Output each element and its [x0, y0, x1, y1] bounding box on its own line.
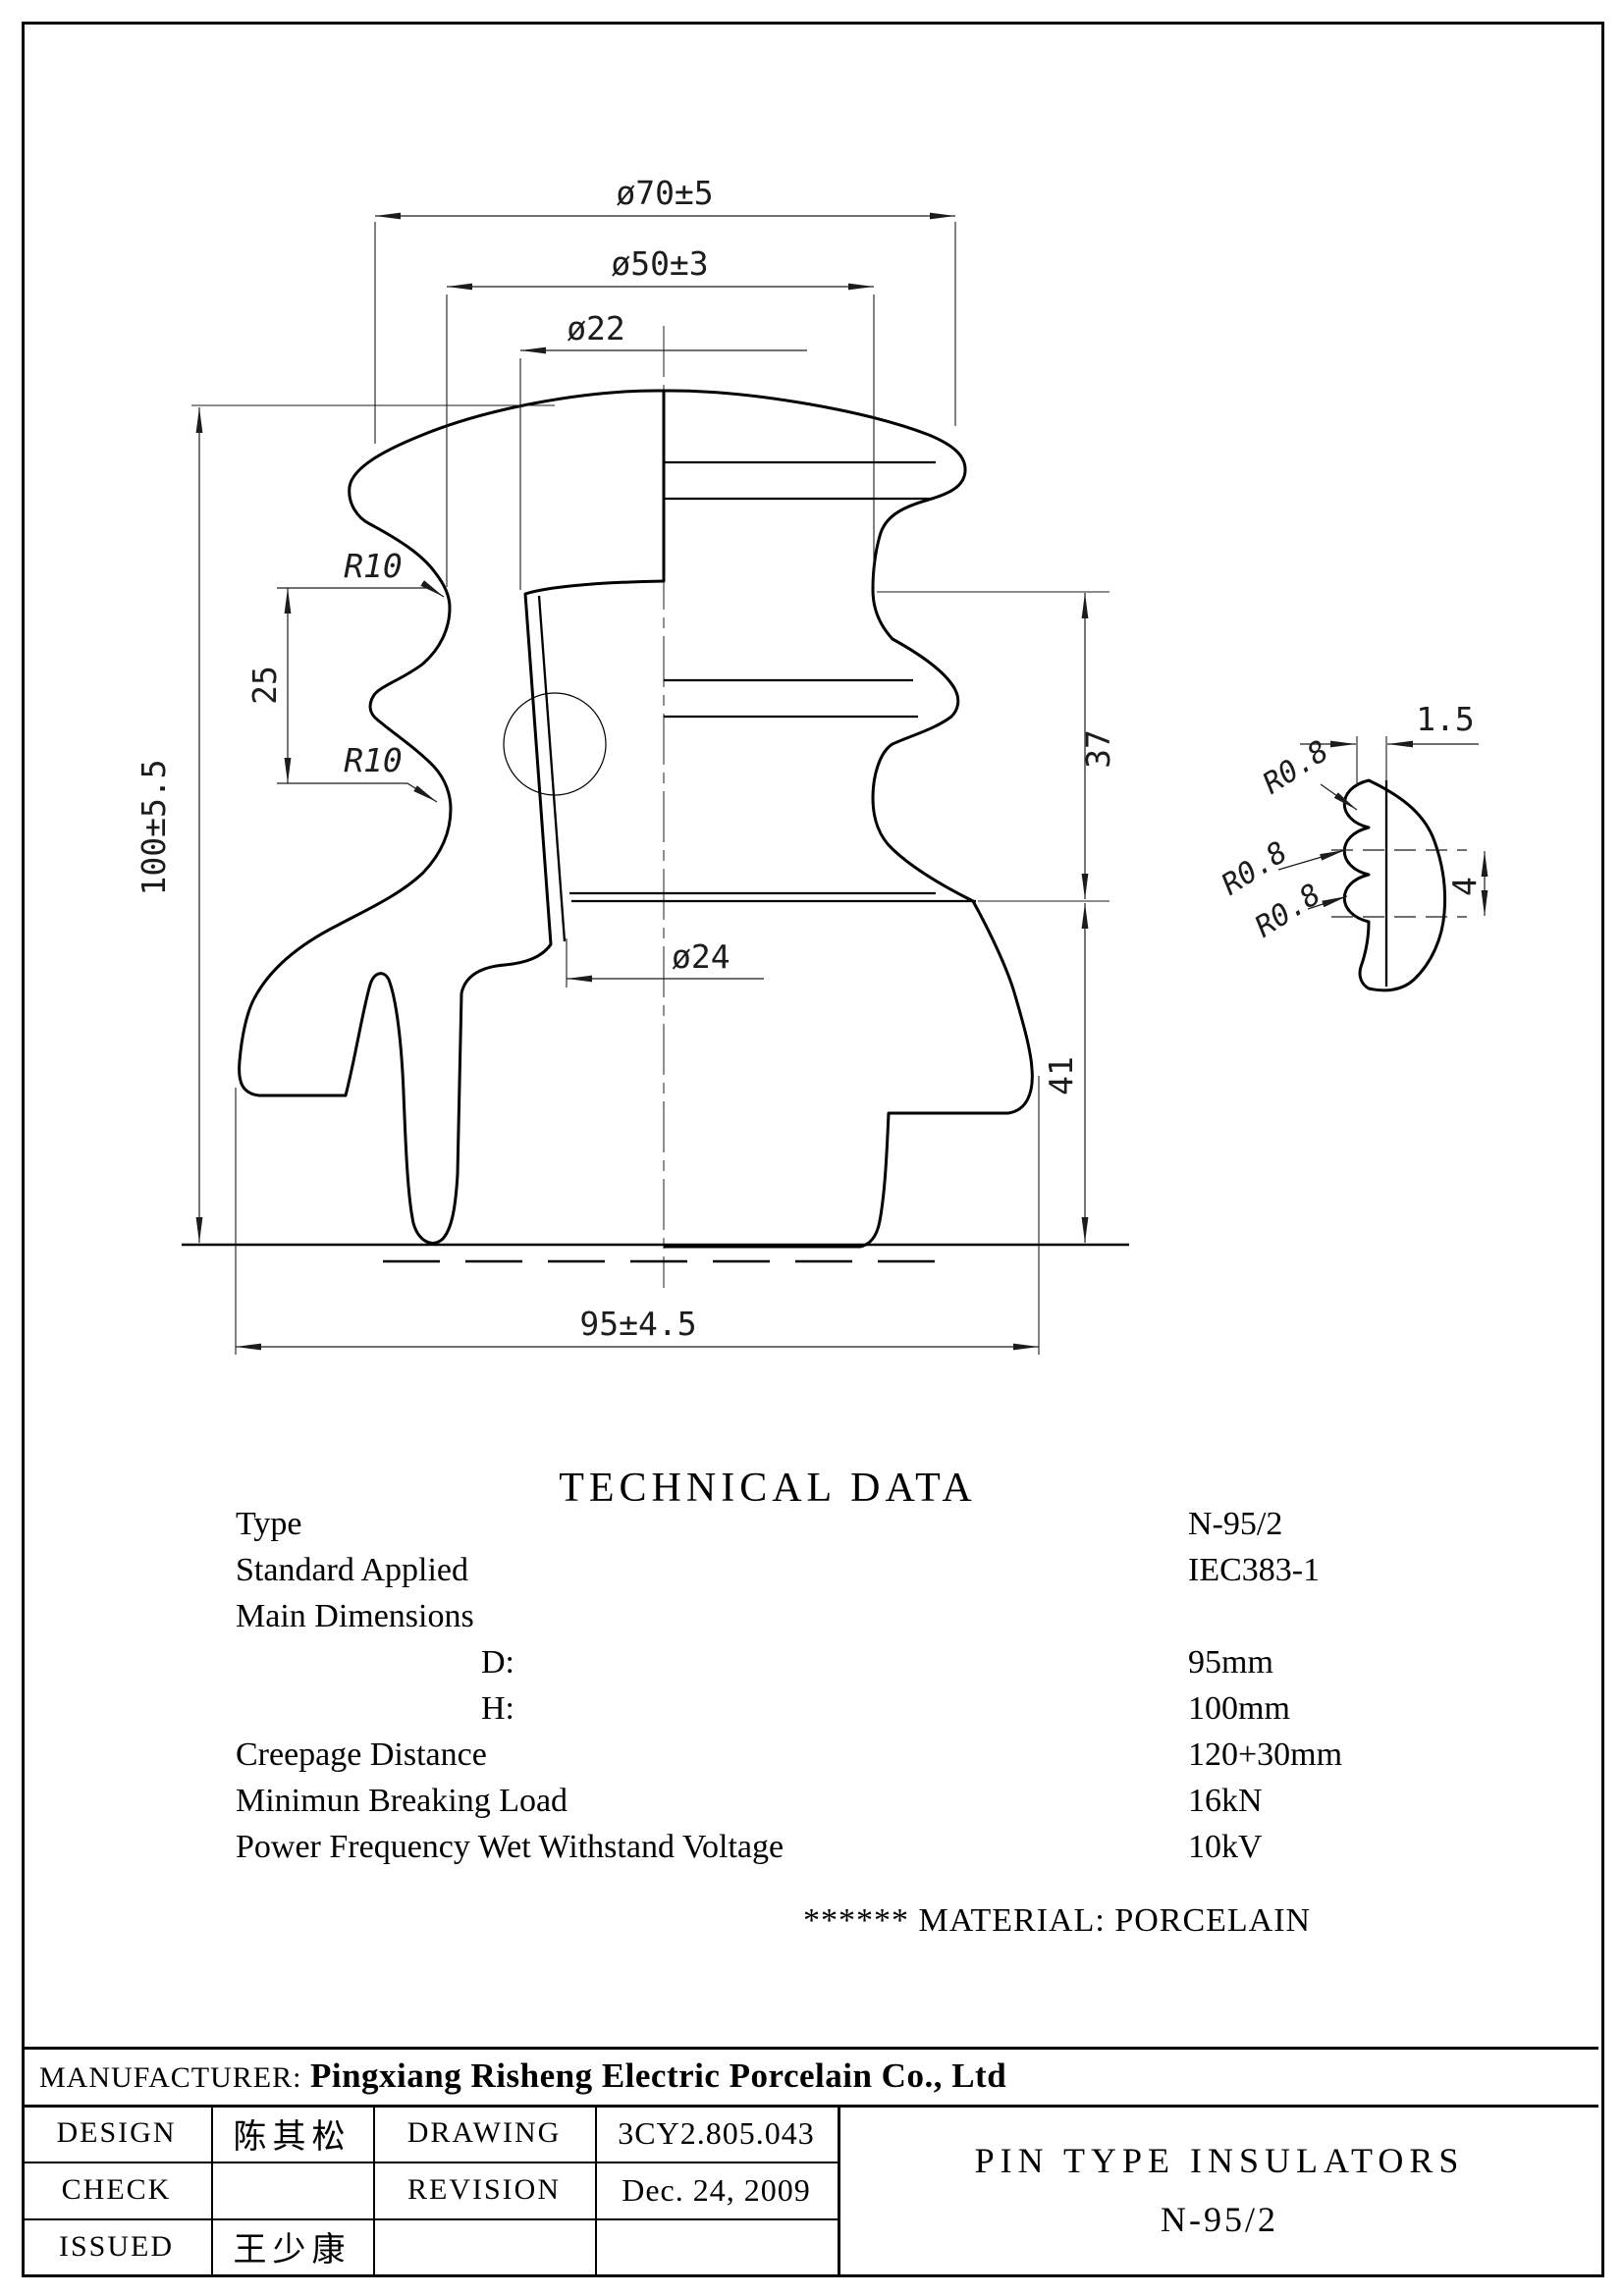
- manufacturer-name: Pingxiang Risheng Electric Porcelain Co.…: [309, 2056, 1007, 2095]
- material-note: ****** MATERIAL: PORCELAIN: [803, 1902, 1312, 1939]
- row-value: 100mm: [1188, 1690, 1290, 1727]
- tech-row-main-dimensions: Main Dimensions: [236, 1596, 1492, 1637]
- dim-radius-lower: R10: [344, 741, 403, 779]
- titleblock-rule: [22, 2218, 838, 2220]
- titleblock-rule: [373, 2105, 375, 2274]
- shed-edge-lines: [569, 460, 976, 903]
- product-title-box: PIN TYPE INSULATORS N-95/2: [838, 2105, 1601, 2274]
- insulator-drawing: ø70±5 ø50±3 ø22 ø24 R10 R10 25 100±5.5 3…: [135, 174, 1488, 1355]
- dim-total-height: 100±5.5: [135, 759, 173, 895]
- cell-design-label: DESIGN: [56, 2116, 177, 2149]
- manufacturer-row: MANUFACTURER: Pingxiang Risheng Electric…: [39, 2047, 1591, 2105]
- titleblock-rule: [22, 2162, 838, 2163]
- dim-rib-pitch: 4: [1445, 877, 1484, 896]
- row-label: Power Frequency Wet Withstand Voltage: [236, 1829, 784, 1865]
- rib-detail-section: [1342, 778, 1447, 992]
- row-value: 10kV: [1188, 1829, 1263, 1865]
- product-type: N-95/2: [1161, 2199, 1278, 2239]
- dimension-lines: [191, 212, 1109, 1355]
- cell-revision-date: Dec. 24, 2009: [622, 2171, 811, 2208]
- row-value: N-95/2: [1188, 1506, 1283, 1542]
- cell-issued-name: 王少康: [233, 2232, 352, 2269]
- cell-issued-label: ISSUED: [58, 2229, 174, 2263]
- titleblock-rule: [211, 2105, 213, 2274]
- insulator-profile-right: [663, 389, 1034, 1249]
- dim-pin-hole-bottom: ø24: [672, 937, 730, 976]
- dim-groove-spacing: 25: [245, 666, 284, 705]
- dim-shed-diameter: ø50±3: [611, 244, 708, 283]
- row-label: Creepage Distance: [236, 1736, 487, 1773]
- row-label: Main Dimensions: [236, 1598, 474, 1634]
- cell-check-name: [211, 2162, 373, 2218]
- rib-detail-view: 1.5 R0.8 R0.8 R0.8 4: [1216, 700, 1488, 992]
- titleblock-rule: [595, 2105, 597, 2274]
- row-value: 95mm: [1188, 1644, 1273, 1681]
- dim-shed-height: 37: [1079, 729, 1117, 769]
- row-label: Type: [236, 1506, 302, 1542]
- manufacturer-label: MANUFACTURER:: [39, 2061, 302, 2094]
- titleblock-rule: [22, 2105, 1598, 2108]
- cell-check-label: CHECK: [61, 2173, 172, 2206]
- technical-data-title: TECHNICAL DATA: [559, 1466, 977, 1511]
- row-label: Minimun Breaking Load: [236, 1783, 568, 1819]
- tech-row-type: Type N-95/2: [236, 1504, 1492, 1545]
- dim-rib-band-width: 1.5: [1416, 700, 1475, 738]
- tech-row-h: H: 100mm: [236, 1688, 1492, 1730]
- dim-rib-radius-2: R0.8: [1216, 835, 1294, 903]
- row-value: 16kN: [1188, 1783, 1263, 1819]
- tech-row-creepage: Creepage Distance 120+30mm: [236, 1735, 1492, 1776]
- cell-design-name: 陈其松: [233, 2118, 352, 2156]
- cell-drawing-no: 3CY2.805.043: [618, 2114, 815, 2151]
- dim-radius-upper: R10: [344, 547, 403, 585]
- detail-reference-circle: [503, 692, 607, 796]
- cell-revision-label: REVISION: [407, 2173, 561, 2206]
- tech-row-withstand-voltage: Power Frequency Wet Withstand Voltage 10…: [236, 1827, 1492, 1868]
- row-value: 120+30mm: [1188, 1736, 1343, 1773]
- dim-base-height: 41: [1042, 1056, 1080, 1095]
- pin-hole-thread-line: [537, 595, 567, 942]
- row-value: IEC383-1: [1188, 1552, 1321, 1588]
- tech-row-standard: Standard Applied IEC383-1: [236, 1550, 1492, 1591]
- titleblock-rule: [22, 2047, 1598, 2050]
- titleblock-rule: [838, 2105, 840, 2274]
- dim-base-diameter: 95±4.5: [579, 1305, 696, 1343]
- row-label: D:: [481, 1644, 514, 1681]
- row-label: Standard Applied: [236, 1552, 469, 1588]
- tech-row-breaking-load: Minimun Breaking Load 16kN: [236, 1781, 1492, 1822]
- product-title: PIN TYPE INSULATORS: [974, 2140, 1465, 2180]
- insulator-section-left: [238, 389, 666, 1245]
- dim-top-diameter: ø70±5: [616, 174, 713, 212]
- cell-drawing-label: DRAWING: [406, 2116, 562, 2149]
- dim-rib-radius-3b: R0.8: [1249, 878, 1327, 945]
- row-label: H:: [481, 1690, 514, 1727]
- sheet-border: [22, 22, 1604, 2277]
- dim-pin-hole-top: ø22: [567, 309, 625, 347]
- tech-row-d: D: 95mm: [236, 1642, 1492, 1683]
